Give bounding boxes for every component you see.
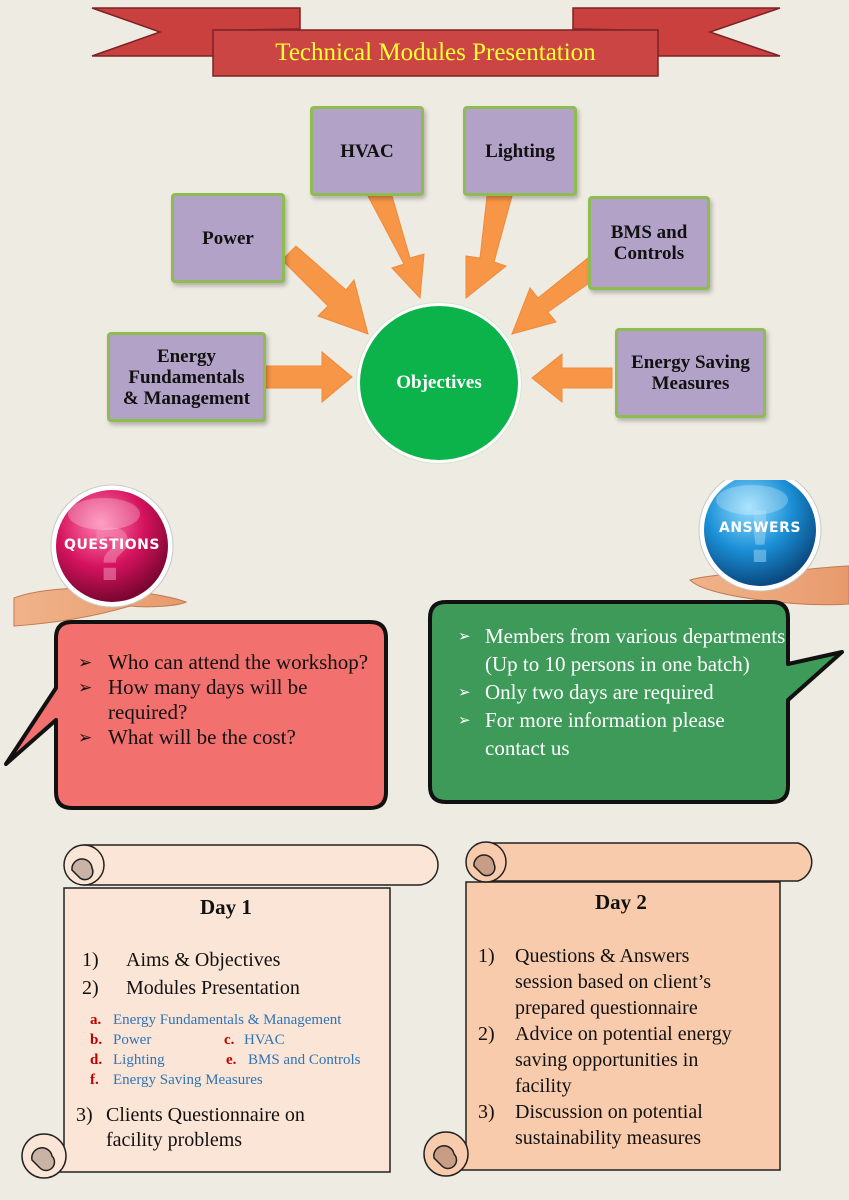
module-bms: BMS and Controls [588, 196, 710, 290]
sub-item-letter: f. [90, 1072, 99, 1088]
day1-item-text: Aims & Objectives [126, 949, 281, 971]
day2-list: 1) Questions & Answers session based on … [478, 943, 778, 1151]
module-power: Power [171, 193, 285, 283]
day1-title: Day 1 [200, 895, 252, 919]
arrow-lighting [465, 195, 513, 300]
answer-item: Members from various departments (Up to … [458, 622, 788, 678]
arrow-hvac [367, 195, 425, 300]
module-bms-label: BMS and Controls [611, 222, 688, 264]
module-power-label: Power [202, 227, 254, 249]
svg-text:!: ! [744, 497, 776, 579]
day2-item-text: Advice on potential energy saving opport… [478, 1021, 778, 1099]
sub-item-letter: b. [90, 1032, 103, 1048]
module-energy-fundamentals-label: Energy Fundamentals & Management [123, 346, 250, 409]
arrow-energy-saving [531, 352, 613, 404]
answers-ball-icon: ! [698, 480, 822, 592]
sub-item-text: HVAC [244, 1032, 285, 1048]
day1-item: 1) Aims & Objectives [82, 946, 382, 974]
questions-ball-label: QUESTIONS [64, 537, 160, 553]
module-energy-fund-line2: Fundamentals [128, 366, 245, 388]
day2-item-num: 2) [478, 1023, 495, 1045]
answer-item: For more information please contact us [458, 706, 788, 762]
module-energy-saving-line2: Measures [651, 373, 730, 394]
module-arrows [265, 195, 613, 404]
sub-item-a: a. Energy Fundamentals & Management [90, 1010, 390, 1030]
day2-item-line: facility [515, 1075, 572, 1097]
title-banner [91, 7, 781, 77]
module-energy-fund-line1: Energy [156, 345, 217, 367]
day1-item-num: 2) [82, 977, 99, 999]
sub-item-row-bc: b. Power c. HVAC [90, 1030, 390, 1050]
day1-item3-num: 3) [76, 1104, 93, 1126]
day1-item-num: 1) [82, 949, 99, 971]
question-item: Who can attend the workshop? [78, 650, 378, 675]
sub-item-text: Power [113, 1032, 152, 1048]
day2-item-text: Questions & Answers session based on cli… [478, 943, 778, 1021]
sub-item-row-de: d. Lighting e. BMS and Controls [90, 1050, 390, 1070]
day1-item3-text: Clients Questionnaire on facility proble… [76, 1103, 386, 1153]
day2-item: 3) Discussion on potential sustainabilit… [478, 1099, 778, 1151]
day2-item-num: 3) [478, 1101, 495, 1123]
sub-item-f: f. Energy Saving Measures [90, 1070, 390, 1090]
day2-item-text: Discussion on potential sustainability m… [478, 1099, 778, 1151]
day1-item3-line2: facility problems [106, 1129, 243, 1151]
questions-ball-icon: ? [50, 484, 174, 608]
answer-item: Only two days are required [458, 678, 788, 707]
day2-item: 2) Advice on potential energy saving opp… [478, 1021, 778, 1099]
answers-list: Members from various departments (Up to … [458, 622, 788, 762]
sub-item-letter: c. [224, 1032, 235, 1048]
day2-item-num: 1) [478, 945, 495, 967]
day1-item-text: Modules Presentation [126, 977, 300, 999]
day2-item-line: saving opportunities in [515, 1049, 699, 1071]
day1-list: 1) Aims & Objectives 2) Modules Presenta… [82, 946, 382, 1002]
day2-item-line: prepared questionnaire [515, 997, 698, 1019]
module-hvac-label: HVAC [340, 140, 394, 162]
module-bms-line1: BMS and [610, 222, 688, 243]
sub-item-letter: e. [226, 1052, 237, 1068]
day2-item-line: Advice on potential energy [515, 1023, 732, 1045]
day2-scroll [423, 841, 813, 1177]
objectives-label: Objectives [396, 372, 482, 393]
day2-item-line: sustainability measures [515, 1127, 702, 1149]
day1-item3: 3) Clients Questionnaire on facility pro… [76, 1103, 386, 1153]
day2-title: Day 2 [595, 890, 647, 914]
day2-item-line: session based on client’s [515, 971, 712, 993]
day2-item-line: Questions & Answers [515, 945, 690, 967]
questions-list: Who can attend the workshop? How many da… [78, 650, 378, 750]
sub-item-text: BMS and Controls [248, 1052, 361, 1068]
question-item: What will be the cost? [78, 725, 378, 750]
sub-item-text: Energy Saving Measures [113, 1072, 263, 1088]
day1-item3-line1: Clients Questionnaire on [106, 1104, 305, 1126]
sub-item-text: Lighting [113, 1052, 165, 1068]
module-bms-line2: Controls [613, 243, 685, 264]
page-title: Technical Modules Presentation [275, 39, 596, 66]
schedule-scrolls [21, 841, 813, 1179]
day1-scroll [21, 844, 439, 1179]
module-energy-saving: Energy Saving Measures [615, 328, 766, 418]
module-lighting: Lighting [463, 106, 577, 196]
sub-item-text: Energy Fundamentals & Management [113, 1012, 342, 1028]
module-energy-saving-line1: Energy Saving [631, 352, 750, 373]
arrow-energy-fund [265, 350, 353, 404]
sub-item-letter: d. [90, 1052, 103, 1068]
answers-ball-label: ANSWERS [718, 520, 801, 536]
module-energy-fund-line3: & Management [122, 387, 251, 409]
day2-item-line: Discussion on potential [515, 1101, 703, 1123]
day2-item: 1) Questions & Answers session based on … [478, 943, 778, 1021]
module-energy-fundamentals: Energy Fundamentals & Management [107, 332, 266, 422]
module-hvac: HVAC [310, 106, 424, 196]
module-energy-saving-label: Energy Saving Measures [631, 352, 750, 394]
module-lighting-label: Lighting [485, 140, 555, 162]
sub-item-letter: a. [90, 1012, 102, 1028]
arrow-power [281, 245, 369, 335]
objectives-circle: Objectives [357, 303, 521, 463]
svg-text:?: ? [92, 515, 133, 597]
day1-item: 2) Modules Presentation [82, 974, 382, 1002]
question-item: How many days will be required? [78, 675, 378, 725]
day1-module-sublist: a. Energy Fundamentals & Management b. P… [90, 1010, 390, 1090]
